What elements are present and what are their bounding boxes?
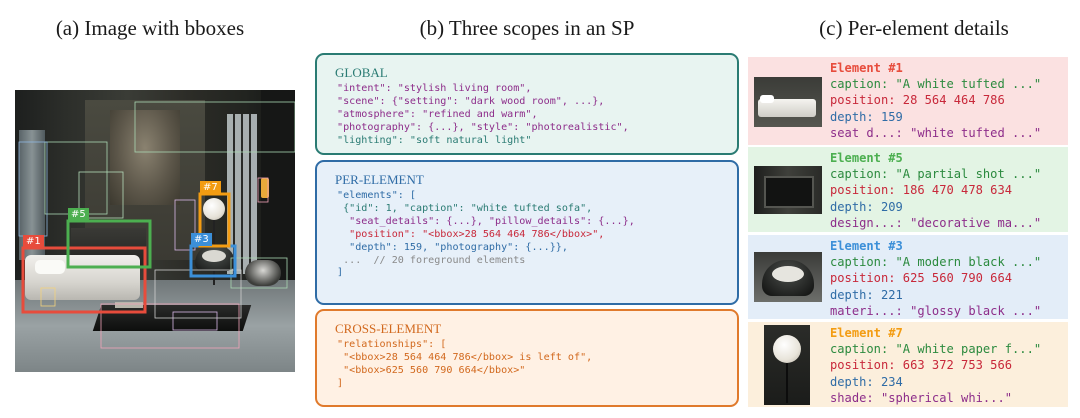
panel-c-title: (c) Per-element details xyxy=(819,16,1009,40)
bbox-thin-3 xyxy=(134,101,295,153)
wall-tapestry xyxy=(110,110,180,205)
element-line-6: ... // 20 foreground elements xyxy=(337,254,526,266)
bbox-thin-8 xyxy=(172,311,218,331)
element-5-thumbnail xyxy=(754,166,822,214)
bbox-thin-2 xyxy=(18,141,48,237)
element-1-thumbnail xyxy=(754,77,822,127)
global-line-3: "atmosphere": "refined and warm", xyxy=(337,108,538,120)
paper-lamp-shade xyxy=(203,198,225,220)
tag-element-1: #1 xyxy=(23,235,44,248)
element-line-2: {"id": 1, "caption": "white tufted sofa"… xyxy=(337,202,593,214)
element-card-7: Element #7 caption: "A white paper f..."… xyxy=(748,322,1068,407)
tag-element-7: #7 xyxy=(200,181,221,194)
element-3-extra: materi...: "glossy black ..." xyxy=(830,303,1042,318)
global-line-1: "intent": "stylish living room", xyxy=(337,83,532,94)
scope-per-element-heading: PER-ELEMENT xyxy=(335,172,424,187)
scope-cross-element-heading: CROSS-ELEMENT xyxy=(335,321,442,336)
bbox-element-3 xyxy=(189,244,237,278)
chair-cushion xyxy=(202,250,226,262)
scope-global-box: GLOBAL "intent": "stylish living room", … xyxy=(315,53,739,155)
bbox-element-7 xyxy=(198,192,231,248)
scope-cross-element-code: "relationships": [ "<bbox>28 564 464 786… xyxy=(337,339,592,391)
element-7-position: position: 663 372 753 566 xyxy=(830,358,1013,373)
panel-a-title: (a) Image with bboxes xyxy=(55,16,245,40)
bbox-thin-1 xyxy=(44,141,108,215)
bbox-thin-7 xyxy=(100,303,240,349)
element-5-depth: depth: 209 xyxy=(830,199,903,214)
scope-cross-element-box: CROSS-ELEMENT "relationships": [ "<bbox>… xyxy=(315,309,739,407)
global-line-2: "scene": {"setting": "dark wood room", .… xyxy=(337,95,605,107)
element-7-extra: shade: "spherical whi..." xyxy=(830,390,1013,405)
element-7-title: Element #7 xyxy=(830,326,903,340)
element-card-5: Element #5 caption: "A partial shot ..."… xyxy=(748,147,1068,232)
scope-global-heading: GLOBAL xyxy=(335,65,388,80)
living-room-image: #1 #5 #3 #7 xyxy=(15,90,295,372)
bbox-element-5 xyxy=(66,219,152,269)
bbox-thin-6 xyxy=(257,177,269,203)
element-3-thumbnail xyxy=(754,252,822,302)
element-5-position: position: 186 470 478 634 xyxy=(830,183,1013,198)
element-1-extra: seat d...: "white tufted ..." xyxy=(830,125,1042,140)
bbox-thin-11 xyxy=(154,269,242,319)
element-3-details: Element #3 caption: "A modern black ..."… xyxy=(830,238,1041,319)
element-5-caption: caption: "A partial shot ..." xyxy=(830,167,1042,182)
scope-per-element-code: "elements": [ {"id": 1, "caption": "whit… xyxy=(337,190,635,280)
tag-element-3: #3 xyxy=(191,233,212,246)
cross-line-2: "<bbox>28 564 464 786</bbox> is left of"… xyxy=(337,351,593,363)
element-7-thumbnail xyxy=(764,325,810,405)
element-line-3: "seat_details": {...}, "pillow_details":… xyxy=(337,215,635,227)
table-book xyxy=(115,302,143,308)
element-5-title: Element #5 xyxy=(830,151,903,165)
element-7-caption: caption: "A white paper f..." xyxy=(830,342,1042,357)
element-1-position: position: 28 564 464 786 xyxy=(830,93,1005,108)
element-3-caption: caption: "A modern black ..." xyxy=(830,255,1042,270)
scope-per-element-box: PER-ELEMENT "elements": [ {"id": 1, "cap… xyxy=(315,160,739,305)
cross-line-3: "<bbox>625 560 790 664</bbox>" xyxy=(337,364,526,376)
panel-b-title: (b) Three scopes in an SP xyxy=(419,16,635,40)
tag-element-5: #5 xyxy=(68,208,89,221)
element-1-title: Element #1 xyxy=(830,61,903,75)
element-3-depth: depth: 221 xyxy=(830,287,903,302)
element-5-details: Element #5 caption: "A partial shot ..."… xyxy=(830,150,1041,231)
round-chair-right xyxy=(245,260,281,286)
bbox-thin-4 xyxy=(78,171,124,219)
element-line-1: "elements": [ xyxy=(337,190,417,201)
element-line-4: "position": "<bbox>28 564 464 786</bbox>… xyxy=(337,228,605,240)
bbox-thin-9 xyxy=(40,287,56,307)
global-line-4: "photography": {...}, "style": "photorea… xyxy=(337,121,629,133)
element-card-1: Element #1 caption: "A white tufted ..."… xyxy=(748,57,1068,145)
scope-global-code: "intent": "stylish living room", "scene"… xyxy=(337,83,629,148)
element-7-details: Element #7 caption: "A white paper f..."… xyxy=(830,325,1041,406)
element-7-depth: depth: 234 xyxy=(830,374,903,389)
wall-sconce xyxy=(261,178,269,198)
element-1-details: Element #1 caption: "A white tufted ..."… xyxy=(830,60,1041,141)
element-1-caption: caption: "A white tufted ..." xyxy=(830,77,1042,92)
global-line-5: "lighting": "soft natural light" xyxy=(337,134,532,146)
bbox-element-1 xyxy=(21,246,147,314)
element-card-3: Element #3 caption: "A modern black ..."… xyxy=(748,235,1068,319)
element-line-5: "depth": 159, "photography": {...}}, xyxy=(337,241,568,253)
element-1-depth: depth: 159 xyxy=(830,109,903,124)
bbox-thin-10 xyxy=(230,257,288,289)
element-line-7: ] xyxy=(337,267,344,279)
element-3-position: position: 625 560 790 664 xyxy=(830,271,1013,286)
cross-line-4: ] xyxy=(337,377,344,389)
element-3-title: Element #3 xyxy=(830,239,903,253)
bbox-thin-5 xyxy=(174,199,196,251)
bbox-overlay xyxy=(18,101,295,349)
cross-line-1: "relationships": [ xyxy=(337,339,447,350)
sofa-pillow xyxy=(35,260,65,274)
element-5-extra: design...: "decorative ma..." xyxy=(830,215,1042,230)
